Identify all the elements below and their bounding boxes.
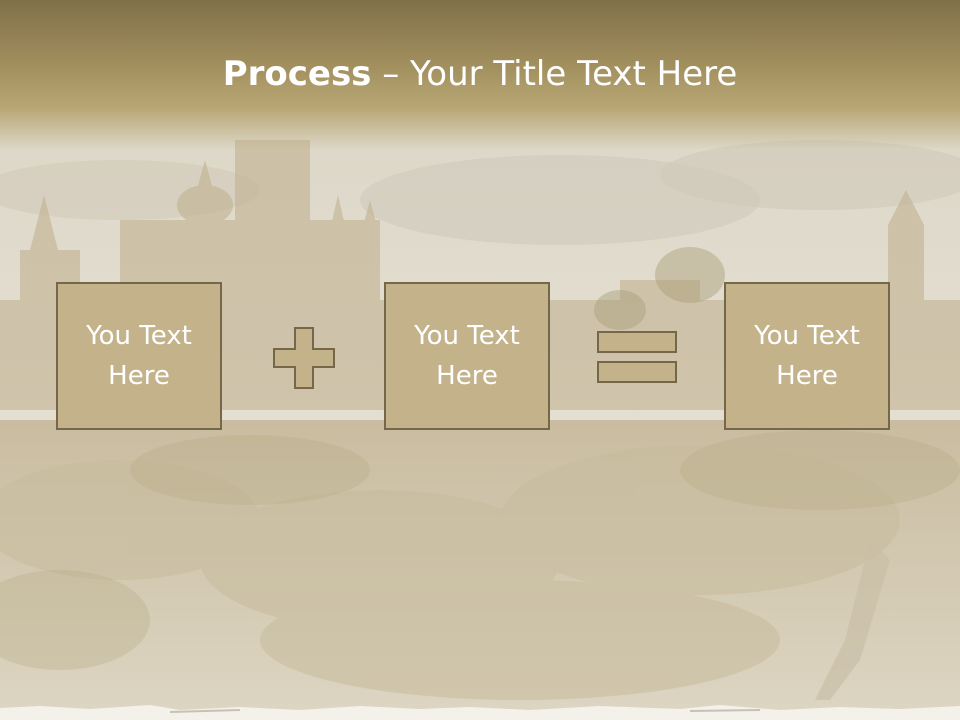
title-bold: Process [222, 54, 372, 94]
title-band [0, 0, 960, 150]
slide-title: Process – Your Title Text Here [0, 52, 960, 96]
process-box-3-line2: Here [776, 361, 838, 391]
process-box-2-line1: You Text [414, 321, 520, 351]
torn-paper-edge [0, 705, 960, 720]
plus-icon [273, 327, 335, 389]
title-text: – Your Title Text Here [371, 54, 738, 94]
process-box-2-line2: Here [436, 361, 498, 391]
equals-icon [597, 331, 677, 383]
process-box-3-line1: You Text [754, 321, 860, 351]
process-box-1-line2: Here [108, 361, 170, 391]
process-box-1-line1: You Text [86, 321, 192, 351]
